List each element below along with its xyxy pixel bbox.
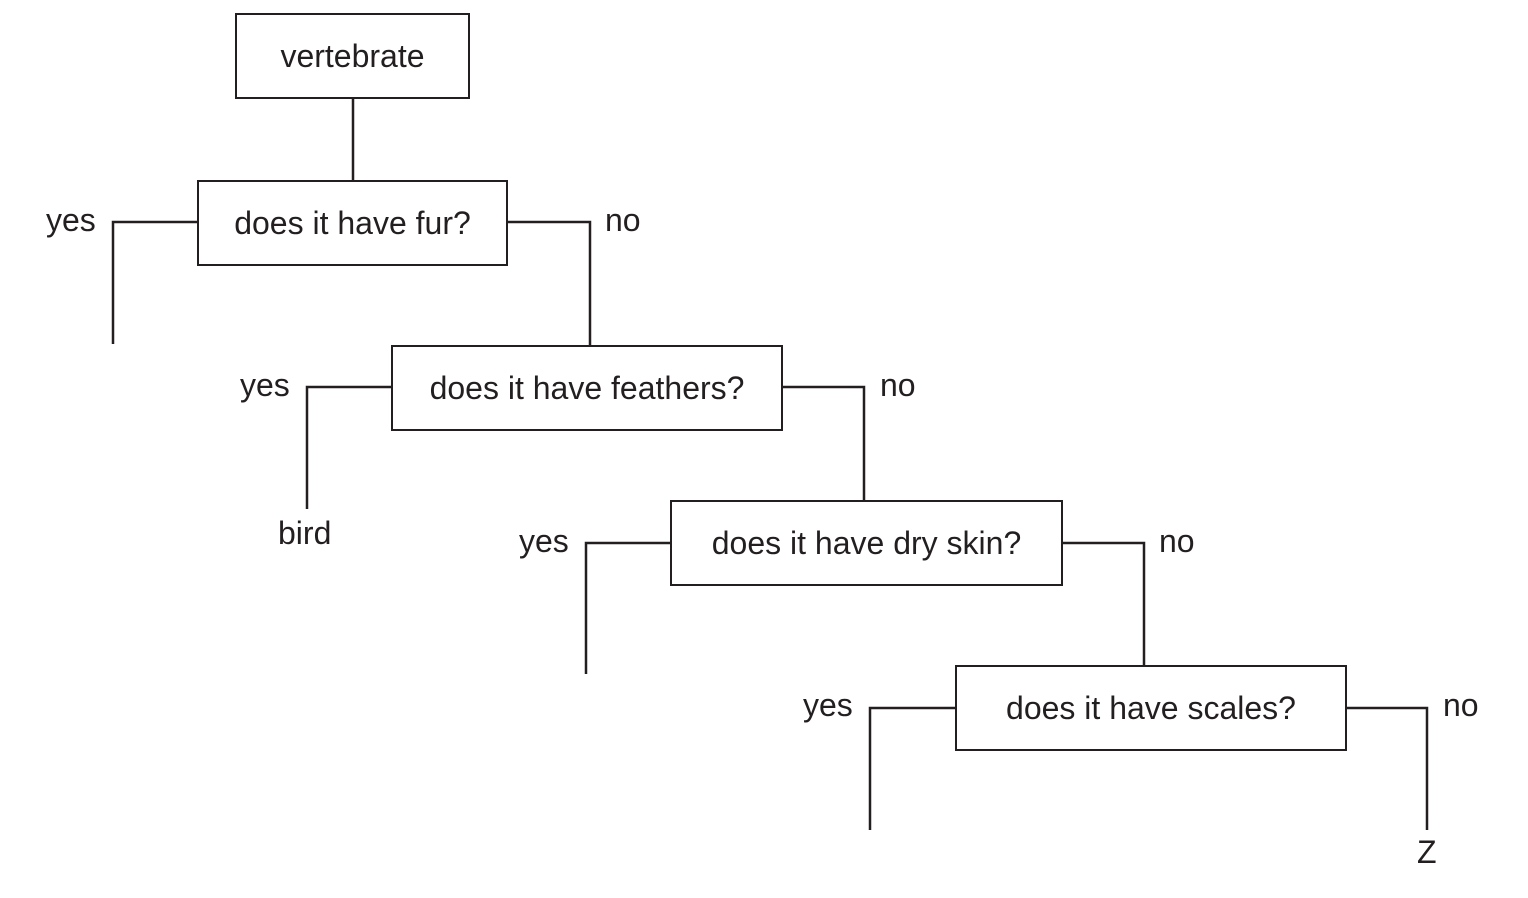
root-node-label: vertebrate — [280, 37, 425, 74]
connector-scales-no — [1346, 706, 1429, 830]
result-bird-label: bird — [278, 515, 332, 551]
connector-feathers-no — [783, 385, 866, 500]
fur-yes-label: yes — [46, 202, 96, 238]
result-z-label: Z — [1417, 834, 1437, 870]
feathers-no-label: no — [880, 367, 916, 403]
question-feathers-node: does it have feathers? — [391, 345, 783, 431]
question-dryskin-label: does it have dry skin? — [711, 524, 1022, 561]
question-fur-node: does it have fur? — [197, 180, 508, 266]
fur-no-label: no — [605, 202, 641, 238]
question-feathers-label: does it have feathers? — [429, 369, 745, 406]
connector-dryskin-no — [1062, 541, 1146, 665]
question-scales-node: does it have scales? — [955, 665, 1347, 751]
root-node: vertebrate — [235, 13, 470, 99]
question-scales-label: does it have scales? — [1006, 689, 1296, 726]
dryskin-no-label: no — [1159, 523, 1195, 559]
connector-dryskin-yes — [584, 541, 671, 674]
question-dryskin-node: does it have dry skin? — [670, 500, 1063, 586]
question-fur-label: does it have fur? — [234, 204, 471, 241]
scales-yes-label: yes — [803, 687, 853, 723]
connector-scales-yes — [868, 706, 956, 830]
scales-no-label: no — [1443, 687, 1479, 723]
connector-feathers-yes — [305, 385, 392, 509]
dryskin-yes-label: yes — [519, 523, 569, 559]
feathers-yes-label: yes — [240, 367, 290, 403]
connector-fur-no — [508, 220, 592, 345]
connector-fur-yes — [111, 220, 198, 344]
